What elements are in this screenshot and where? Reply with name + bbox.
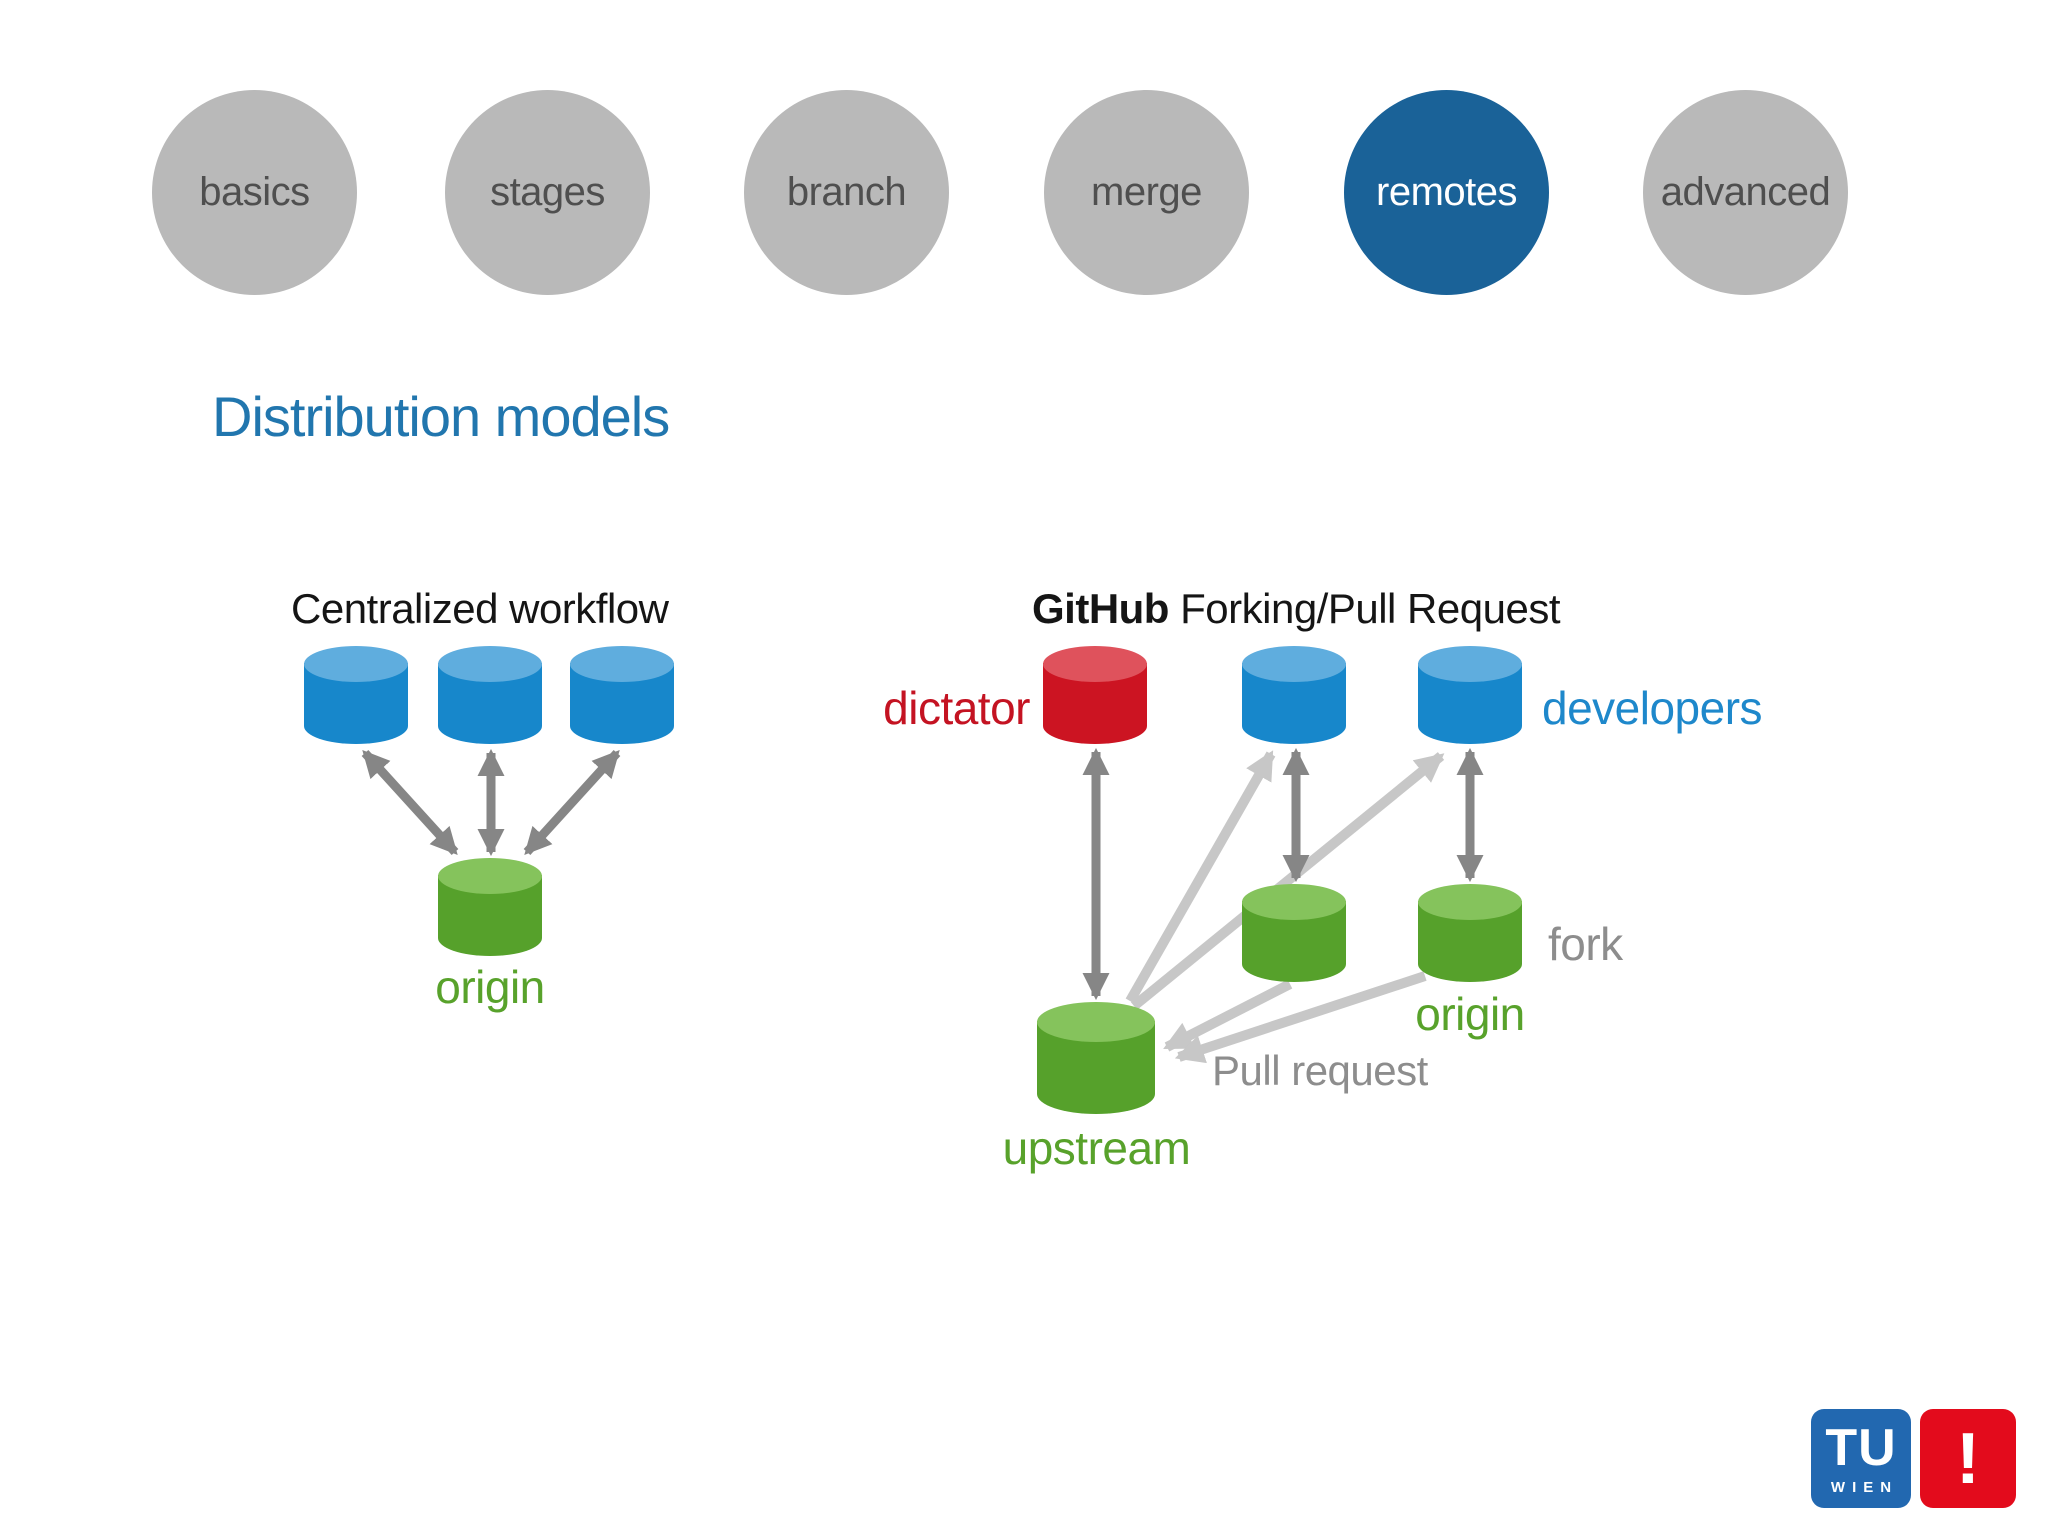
nav-circle-branch[interactable]: branch (744, 90, 949, 295)
upstream-label: upstream (1002, 1122, 1191, 1174)
database-cylinder-origin-central (438, 858, 542, 956)
fork-label: fork (1548, 918, 1623, 970)
tu-wien-logo: TU WIEN (1811, 1409, 1911, 1508)
database-cylinder-upstream (1037, 1002, 1155, 1114)
database-cylinder-dictator (1043, 646, 1147, 744)
nav-label: advanced (1660, 170, 1831, 214)
dictator-label: dictator (883, 682, 1030, 734)
tu-wien-logo-text: TU (1825, 1418, 1897, 1477)
nav-label: stages (490, 170, 605, 214)
database-cylinder-client-1 (304, 646, 408, 744)
database-cylinder-client-2 (438, 646, 542, 744)
centralized-workflow-heading: Centralized workflow (291, 585, 669, 632)
arrow-upstream-developer1 (1125, 750, 1276, 1004)
nav-circle-basics[interactable]: basics (152, 90, 357, 295)
nav-circle-advanced[interactable]: advanced (1643, 90, 1848, 295)
database-cylinder-fork-origin (1418, 884, 1522, 982)
page-title: Distribution models (212, 385, 670, 448)
database-cylinder-fork-1 (1242, 884, 1346, 982)
database-cylinder-developer-2 (1418, 646, 1522, 744)
github-heading-bold: GitHub (1032, 585, 1169, 632)
nav-label: merge (1091, 170, 1202, 214)
database-cylinder-client-3 (570, 646, 674, 744)
centralized-arrows (361, 748, 621, 857)
tu-wien-logo-subtext: WIEN (1830, 1478, 1899, 1496)
pull-request-label: Pull request (1212, 1047, 1428, 1094)
arrow-pull-request-2 (1174, 971, 1427, 1064)
informatics-alert-logo: ! (1920, 1409, 2016, 1508)
origin-fork-label: origin (1415, 988, 1525, 1040)
nav-circle-remotes[interactable]: remotes (1344, 90, 1549, 295)
database-cylinder-developer-1 (1242, 646, 1346, 744)
arrow-client1-origin (361, 749, 459, 856)
exclamation-icon: ! (1956, 1418, 1980, 1499)
github-heading: GitHub Forking/Pull Request (1032, 585, 1561, 633)
arrow-client3-origin (523, 749, 621, 856)
origin-central-label: origin (435, 961, 545, 1013)
nav-label: remotes (1376, 170, 1518, 214)
nav-label: basics (199, 170, 310, 214)
developers-label: developers (1542, 682, 1763, 734)
github-heading-rest: Forking/Pull Request (1168, 585, 1560, 632)
nav-label: branch (786, 170, 907, 214)
nav-circle-stages[interactable]: stages (445, 90, 650, 295)
github-arrows (1082, 747, 1484, 1064)
nav-circle-merge[interactable]: merge (1044, 90, 1249, 295)
